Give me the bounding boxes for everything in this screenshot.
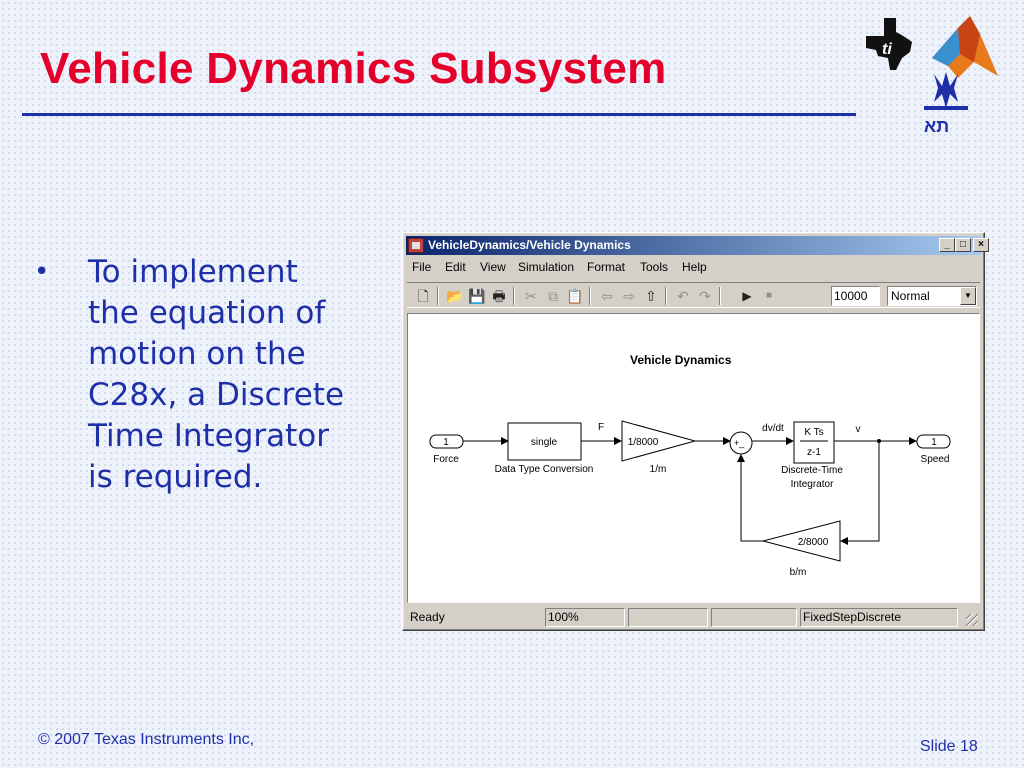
status-pane-empty — [628, 608, 708, 627]
outport-block[interactable] — [916, 434, 951, 449]
simulink-app-icon — [408, 238, 424, 253]
tel-aviv-university-logo-icon: תא — [924, 72, 968, 136]
simulation-mode-value: Normal — [891, 289, 930, 303]
data-type-conversion-block[interactable] — [507, 422, 582, 461]
dtc-text: single — [531, 437, 558, 448]
menu-simulation[interactable]: Simulation — [518, 260, 575, 274]
gain1-label: 1/m — [650, 464, 667, 475]
gain2-text: 2/8000 — [798, 537, 829, 548]
bullet-text: To implement the equation of motion on t… — [88, 254, 345, 495]
menu-tools[interactable]: Tools — [640, 260, 669, 274]
signal-v-label: v — [856, 424, 861, 435]
undo-icon[interactable]: ↶ — [677, 288, 689, 304]
stop-icon[interactable]: ■ — [765, 290, 773, 301]
bullet-marker: • — [34, 257, 50, 287]
start-icon[interactable]: ▶ — [742, 289, 752, 303]
slide-number: Slide 18 — [920, 738, 978, 755]
print-icon[interactable]: 🖶 — [492, 288, 506, 304]
integrator-den: z-1 — [807, 447, 821, 458]
menu-file[interactable]: File — [412, 260, 432, 274]
window-title: VehicleDynamics/Vehicle Dynamics — [428, 238, 631, 252]
matlab-logo-icon — [932, 16, 998, 78]
svg-text:תא: תא — [924, 116, 949, 136]
toolbar-separator — [437, 287, 439, 305]
status-zoom: 100% — [545, 608, 625, 627]
close-button[interactable]: × — [973, 238, 989, 252]
up-icon[interactable]: ⇧ — [645, 288, 657, 304]
resize-grip-icon[interactable] — [966, 614, 978, 626]
paste-icon[interactable]: 📋 — [566, 288, 584, 304]
outport-number: 1 — [931, 437, 937, 448]
menu-view[interactable]: View — [480, 260, 506, 274]
redo-icon[interactable]: ↷ — [699, 288, 711, 304]
integrator-label-line1: Discrete-Time — [781, 465, 843, 476]
menu-format[interactable]: Format — [587, 260, 626, 274]
inport-number: 1 — [443, 437, 449, 448]
back-icon[interactable]: ⇦ — [601, 288, 613, 304]
new-icon[interactable]: 🗋 — [417, 288, 429, 304]
minimize-button[interactable]: _ — [939, 238, 955, 252]
simulation-mode-select[interactable]: Normal ▼ — [887, 286, 977, 306]
menu-bar: File Edit View Simulation Format Tools H… — [407, 257, 980, 277]
signal-f-label: F — [598, 422, 604, 433]
signal-feedback-in[interactable] — [840, 441, 880, 545]
chevron-down-icon[interactable]: ▼ — [960, 287, 976, 305]
sum-signs: +_ — [734, 438, 745, 448]
maximize-button[interactable]: □ — [955, 238, 971, 252]
copyright-footer: © 2007 Texas Instruments Inc, — [38, 731, 255, 748]
menu-edit[interactable]: Edit — [445, 260, 466, 274]
copy-icon[interactable]: ⧉ — [548, 288, 558, 304]
toolbar-separator — [719, 287, 721, 305]
save-icon[interactable]: 💾 — [468, 288, 486, 304]
diagram-title: Vehicle Dynamics — [630, 353, 732, 367]
logo-group: ti תא — [866, 16, 998, 136]
window-titlebar[interactable]: VehicleDynamics/Vehicle Dynamics _ □ × — [406, 236, 989, 255]
gain-1m-block[interactable] — [621, 420, 697, 462]
forward-icon[interactable]: ⇨ — [623, 288, 635, 304]
gain1-text: 1/8000 — [628, 437, 659, 448]
toolbar-separator — [589, 287, 591, 305]
toolbar: 🗋 📂 💾 🖶 ✂ ⧉ 📋 ⇦ ⇨ ⇧ ↶ ↷ ▶ ■ 10000 Normal… — [407, 282, 980, 308]
title-underline — [22, 113, 856, 116]
status-pane-empty — [711, 608, 797, 627]
signal-feedback-out[interactable] — [737, 454, 763, 542]
texas-ti-logo-icon: ti — [866, 18, 912, 70]
gain2-label: b/m — [790, 567, 807, 578]
integrator-num: K Ts — [804, 427, 823, 438]
simulink-window: VehicleDynamics/Vehicle Dynamics _ □ × F… — [402, 232, 989, 631]
status-bar: Ready 100% FixedStepDiscrete — [407, 607, 980, 628]
stop-time-input[interactable]: 10000 — [831, 286, 880, 306]
svg-text:ti: ti — [882, 41, 892, 58]
inport-label: Force — [433, 454, 459, 465]
gain-bm-block[interactable] — [761, 520, 841, 562]
status-state: Ready — [410, 610, 445, 624]
integrator-label-line2: Integrator — [791, 479, 834, 490]
open-icon[interactable]: 📂 — [446, 288, 464, 304]
discrete-integrator-block[interactable] — [793, 421, 835, 464]
slide-title: Vehicle Dynamics Subsystem — [40, 44, 667, 93]
model-canvas[interactable]: Vehicle Dynamics 1 Force single Data Typ… — [407, 313, 980, 603]
menu-help[interactable]: Help — [682, 260, 707, 274]
cut-icon[interactable]: ✂ — [525, 288, 537, 304]
signal-dvdt-label: dv/dt — [762, 423, 784, 434]
toolbar-separator — [513, 287, 515, 305]
status-solver: FixedStepDiscrete — [800, 608, 958, 627]
dtc-label: Data Type Conversion — [495, 464, 594, 475]
toolbar-separator — [665, 287, 667, 305]
block-diagram: Vehicle Dynamics 1 Force single Data Typ… — [429, 353, 951, 578]
outport-label: Speed — [921, 454, 950, 465]
